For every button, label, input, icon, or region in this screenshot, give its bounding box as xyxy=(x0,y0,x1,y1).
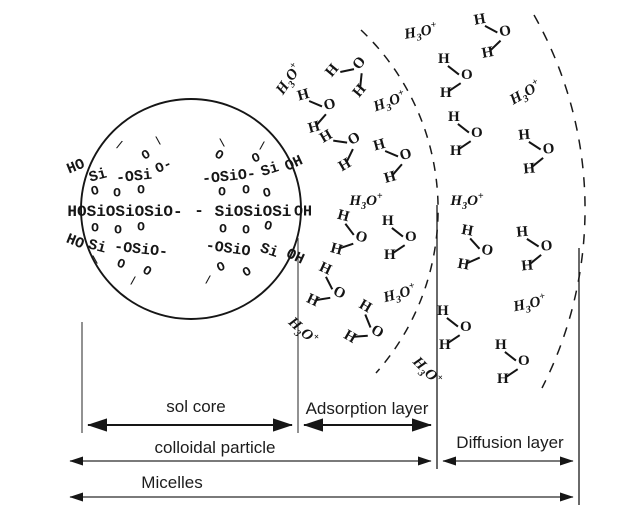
silica-fragment: O xyxy=(113,185,121,201)
oxygen-atom: O xyxy=(498,22,513,41)
silica-fragment: \ xyxy=(218,138,226,151)
silica-fragment: / xyxy=(258,141,266,154)
oxygen-atom: O xyxy=(405,229,417,245)
hydrogen-atom: H xyxy=(448,109,460,125)
oxygen-atom: O xyxy=(460,319,472,335)
hydrogen-atom: H xyxy=(440,85,452,101)
oh-bond xyxy=(384,150,398,158)
hydrogen-atom: H xyxy=(460,221,475,240)
silica-fragment: OH xyxy=(293,203,313,221)
hydrogen-atom: H xyxy=(335,155,355,175)
sol-core-label: sol core xyxy=(166,397,226,416)
silica-fragment: O xyxy=(114,222,122,238)
sol-core-circle xyxy=(80,98,302,320)
oh-bond xyxy=(353,334,368,338)
oxygen-atom: O xyxy=(322,95,338,115)
silica-fragment: O xyxy=(242,222,250,238)
hydrogen-atom: H xyxy=(316,259,334,279)
oh-bond xyxy=(456,123,470,134)
hydrogen-atom: H xyxy=(456,255,471,274)
oxygen-atom: O xyxy=(540,237,554,255)
oh-bond xyxy=(324,276,333,290)
silica-fragment: O xyxy=(91,220,99,236)
silica-fragment: SiOSiOSi xyxy=(214,203,292,221)
silica-fragment: O xyxy=(219,221,227,237)
silica-fragment: / xyxy=(129,276,137,289)
hydronium-ion: H3O+ xyxy=(349,191,383,212)
oh-bond xyxy=(446,65,460,76)
hydrogen-atom: H xyxy=(437,303,449,319)
hydronium-ion: H3O+ xyxy=(450,191,484,212)
oh-bond xyxy=(503,351,517,362)
diffusion-boundary-arc xyxy=(533,14,586,389)
silica-fragment: O xyxy=(218,184,226,200)
oxygen-atom: O xyxy=(330,283,348,303)
oxygen-atom: O xyxy=(398,145,414,165)
oh-bond xyxy=(364,313,372,328)
oh-bond xyxy=(339,68,354,74)
oh-bond xyxy=(390,227,404,238)
silica-fragment: - xyxy=(194,202,204,220)
adsorption-boundary-arc xyxy=(360,29,439,374)
hydrogen-atom: H xyxy=(438,51,450,67)
silica-fragment: O xyxy=(137,182,145,198)
oxygen-atom: O xyxy=(349,53,370,73)
hydrogen-atom: H xyxy=(303,290,322,311)
colloidal-particle-label: colloidal particle xyxy=(154,438,276,457)
hydrogen-atom: H xyxy=(340,327,360,347)
oh-bond xyxy=(332,139,347,144)
silica-fragment: O xyxy=(242,182,250,198)
hydrogen-atom: H xyxy=(328,240,345,259)
oxygen-atom: O xyxy=(461,67,473,83)
micelles-label: Micelles xyxy=(141,473,203,492)
adsorption-layer-label: Adsorption layer xyxy=(305,399,429,418)
oh-bond xyxy=(308,100,322,108)
silica-fragment: / xyxy=(204,275,212,288)
oh-bond xyxy=(469,237,480,250)
silica-fragment: \ xyxy=(154,136,162,149)
oxygen-atom: O xyxy=(518,353,530,369)
oh-bond xyxy=(528,141,541,151)
oh-bond xyxy=(445,317,459,328)
oxygen-atom: O xyxy=(542,140,556,158)
oh-bond xyxy=(484,25,498,34)
silica-fragment: O xyxy=(137,219,145,235)
oxygen-atom: O xyxy=(471,125,483,141)
oh-bond xyxy=(526,238,539,248)
silica-fragment: -OSi xyxy=(115,166,153,188)
silica-fragment: / xyxy=(114,140,124,153)
silica-fragment: Si xyxy=(86,236,108,258)
silica-fragment: Si xyxy=(87,165,109,187)
silica-fragment: HOSiOSiOSiO- xyxy=(67,203,183,221)
hydrogen-atom: H xyxy=(384,247,396,263)
hydrogen-atom: H xyxy=(382,213,394,229)
hydrogen-atom: H xyxy=(450,143,462,159)
hydrogen-atom: H xyxy=(495,337,507,353)
oxygen-atom: O xyxy=(345,129,364,149)
oxygen-atom: O xyxy=(353,228,370,247)
hydrogen-atom: H xyxy=(439,337,451,353)
diffusion-layer-label: Diffusion layer xyxy=(456,433,564,452)
silica-fragment: \ xyxy=(91,255,99,268)
hydrogen-atom: H xyxy=(497,371,509,387)
oxygen-atom: O xyxy=(480,241,495,260)
oh-bond xyxy=(344,223,355,236)
